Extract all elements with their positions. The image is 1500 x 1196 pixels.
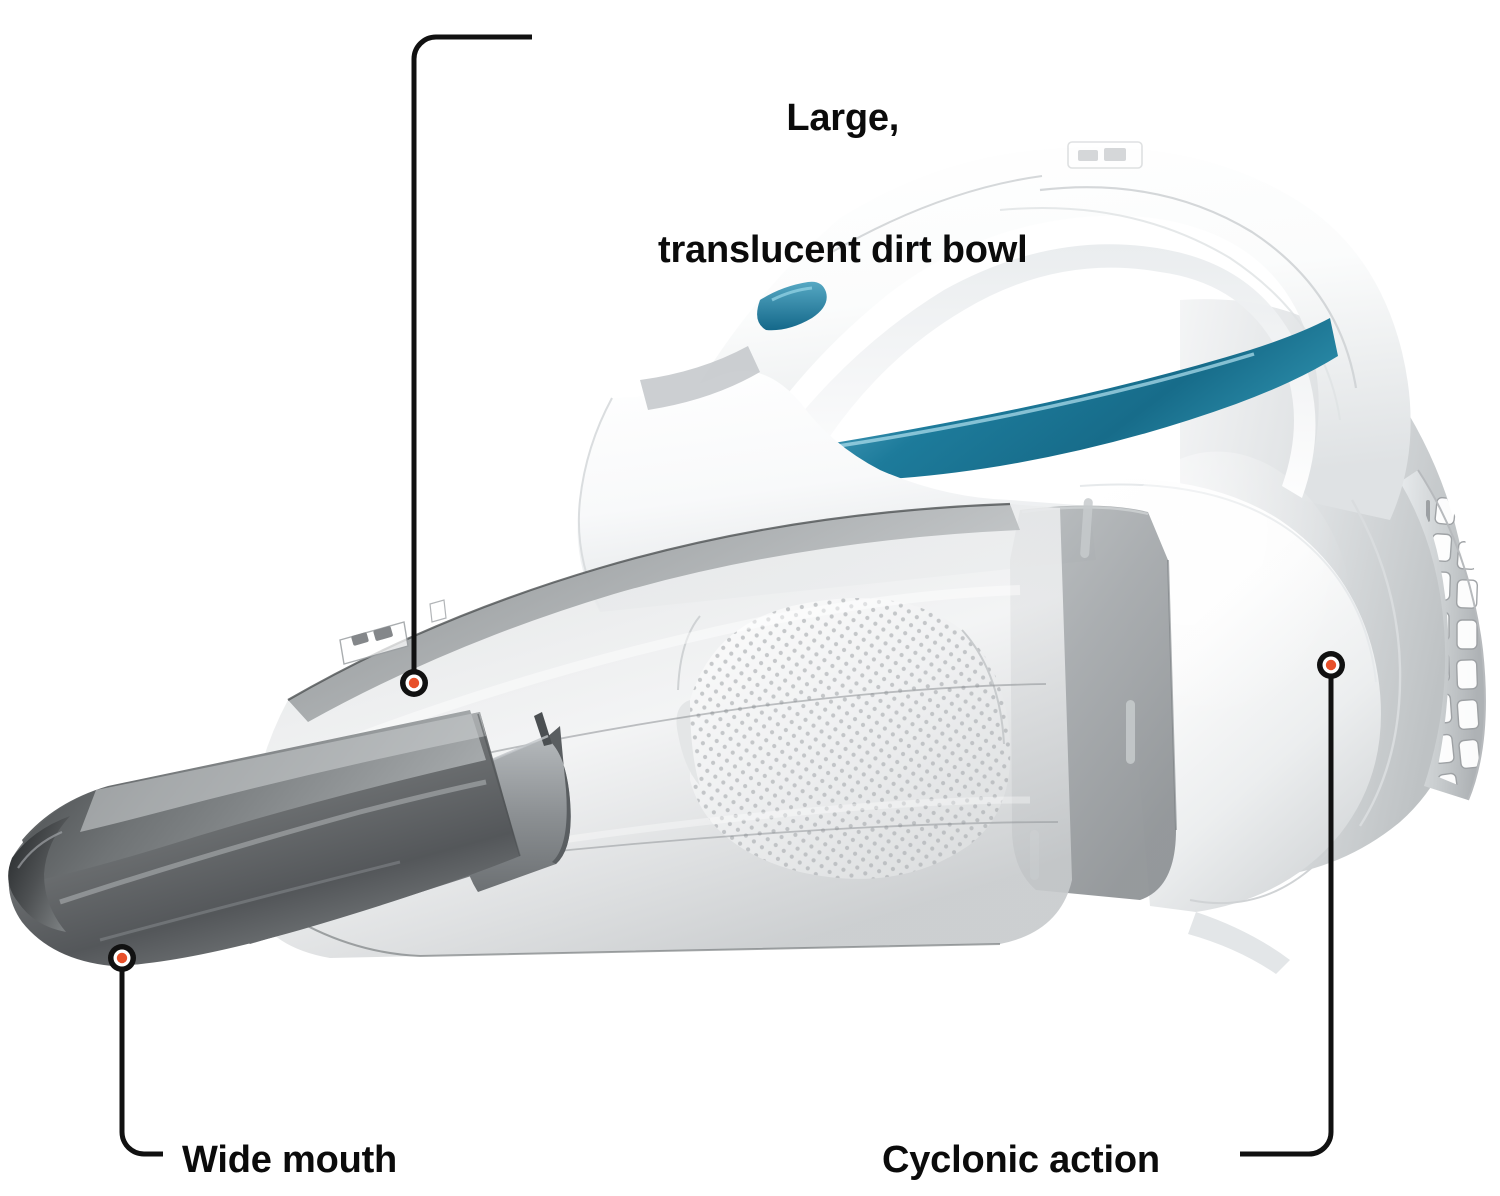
bowl-contents [298,585,1031,884]
leader-line-wide-mouth [119,968,163,1157]
callout-label-dirt-bowl-line1: Large, [786,97,900,139]
power-switch[interactable] [757,281,827,331]
callout-label-cyclonic-action: Cyclonic action [882,1139,1160,1181]
callout-markers [108,651,1345,972]
callout-leaders [119,34,1334,1157]
nozzle-mouth [8,710,521,966]
callout-label-dirt-bowl-line2: translucent dirt bowl [658,229,1028,271]
brand-badge-bowl [339,599,447,665]
pleated-filter [676,598,1011,879]
callout-label-dirt-bowl: Large, translucent dirt bowl [658,8,1028,360]
brand-badge-handle [1067,141,1143,169]
callout-marker-cyclonic-action[interactable] [1317,651,1345,679]
vacuum-illustration [8,141,1486,974]
leader-line-dirt-bowl [411,34,532,672]
leader-line-cyclonic-action [1240,675,1334,1157]
callout-label-wide-mouth: Wide mouth [182,1139,398,1181]
callout-marker-wide-mouth[interactable] [108,944,136,972]
bottom-foot [1188,849,1331,974]
callout-marker-dirt-bowl[interactable] [400,669,428,697]
teal-accent-strip [790,318,1338,481]
